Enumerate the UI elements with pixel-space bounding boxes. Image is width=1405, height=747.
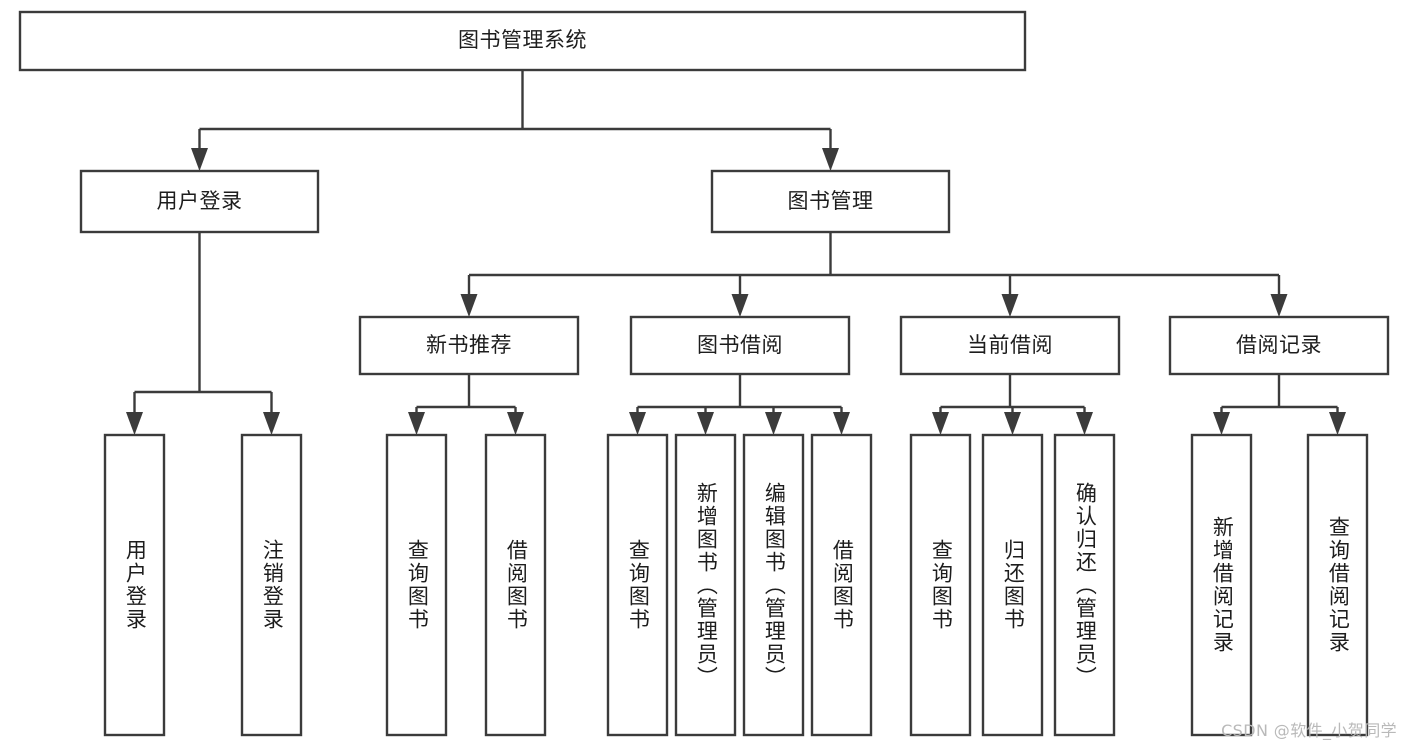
arrow-head-leaf-query-book-current [932, 412, 949, 435]
arrow-head-leaf-return-book [1004, 412, 1021, 435]
node-box-leaf-return-book[interactable] [981, 433, 1044, 737]
node-box-leaf-add-book[interactable] [674, 433, 737, 737]
node-box-leaf-query-book-current[interactable] [909, 433, 972, 737]
node-box-leaf-borrow-book[interactable] [810, 433, 873, 737]
arrow-head-leaf-borrow-book-recommend [507, 412, 524, 435]
arrow-head-borrow-records [1270, 294, 1288, 317]
node-box-leaf-user-login[interactable] [103, 433, 166, 737]
arrow-head-leaf-add-book [697, 412, 714, 435]
connector-group-book-borrow [629, 374, 850, 435]
node-box-user-login[interactable] [79, 169, 320, 234]
node-box-leaf-query-book-borrow[interactable] [606, 433, 669, 737]
node-box-new-book-recommend[interactable] [358, 315, 580, 376]
arrow-head-leaf-logout-login [263, 412, 280, 435]
connector-group-current-borrow [932, 374, 1093, 435]
arrow-head-current-borrow [1001, 294, 1019, 317]
node-box-leaf-query-borrow-record[interactable] [1306, 433, 1369, 737]
node-box-current-borrow[interactable] [899, 315, 1121, 376]
arrow-head-new-book-recommend [460, 294, 478, 317]
node-box-leaf-borrow-book-recommend[interactable] [484, 433, 547, 737]
connector-group-user-login [126, 232, 280, 435]
node-box-leaf-logout-login[interactable] [240, 433, 303, 737]
node-box-leaf-edit-book[interactable] [742, 433, 805, 737]
arrow-head-leaf-add-borrow-record [1213, 412, 1230, 435]
arrow-head-book-management [822, 148, 839, 171]
arrow-head-leaf-edit-book [765, 412, 782, 435]
connector-group-book-management [460, 232, 1288, 317]
arrow-head-leaf-query-borrow-record [1329, 412, 1346, 435]
arrow-head-book-borrow [731, 294, 749, 317]
node-box-book-management[interactable] [710, 169, 951, 234]
watermark-text: CSDN @软件_小贺同学 [1221, 721, 1397, 740]
node-box-leaf-query-book-recommend[interactable] [385, 433, 448, 737]
node-box-book-borrow[interactable] [629, 315, 851, 376]
connector-group-new-book-recommend [408, 374, 524, 435]
connector-group-borrow-records [1213, 374, 1346, 435]
node-box-borrow-records[interactable] [1168, 315, 1390, 376]
node-box-leaf-add-borrow-record[interactable] [1190, 433, 1253, 737]
connector-group-root [191, 70, 839, 171]
arrow-head-leaf-user-login [126, 412, 143, 435]
node-box-root[interactable] [18, 10, 1027, 72]
arrow-head-leaf-query-book-borrow [629, 412, 646, 435]
arrow-head-leaf-confirm-return [1076, 412, 1093, 435]
node-box-leaf-confirm-return[interactable] [1053, 433, 1116, 737]
arrow-head-leaf-borrow-book [833, 412, 850, 435]
arrow-head-user-login [191, 148, 208, 171]
arrow-head-leaf-query-book-recommend [408, 412, 425, 435]
